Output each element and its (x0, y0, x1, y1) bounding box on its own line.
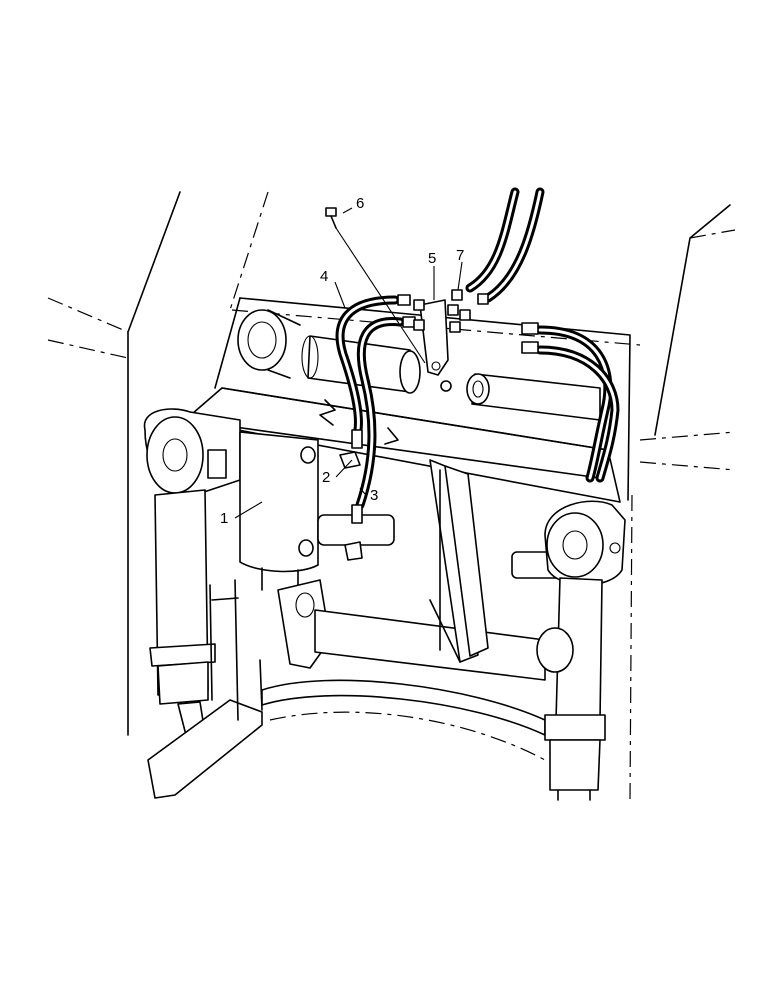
right-lift-cylinder (536, 500, 626, 801)
mounting-plate (184, 297, 631, 503)
callout-6: 6 (356, 195, 364, 212)
center-plates (429, 459, 489, 663)
lower-left-arm (147, 579, 263, 799)
elbow-fittings (298, 446, 363, 561)
callout-3: 3 (370, 487, 378, 504)
hose-right (521, 322, 620, 483)
right-pivot-tube (466, 373, 601, 421)
leader-lines (234, 207, 463, 519)
manifold-block (397, 289, 489, 392)
callout-7: 7 (456, 247, 464, 264)
hose-left (335, 295, 405, 524)
part-1-cylinder (239, 431, 319, 591)
hose-top (465, 187, 545, 303)
callout-1: 1 (220, 510, 228, 527)
callout-5: 5 (428, 250, 436, 267)
lower-bracket (259, 579, 546, 761)
callout-2: 2 (322, 469, 330, 486)
break-marks (319, 399, 399, 445)
bolt-6 (325, 207, 426, 364)
frame-outline (47, 191, 736, 801)
callout-4: 4 (320, 268, 328, 285)
